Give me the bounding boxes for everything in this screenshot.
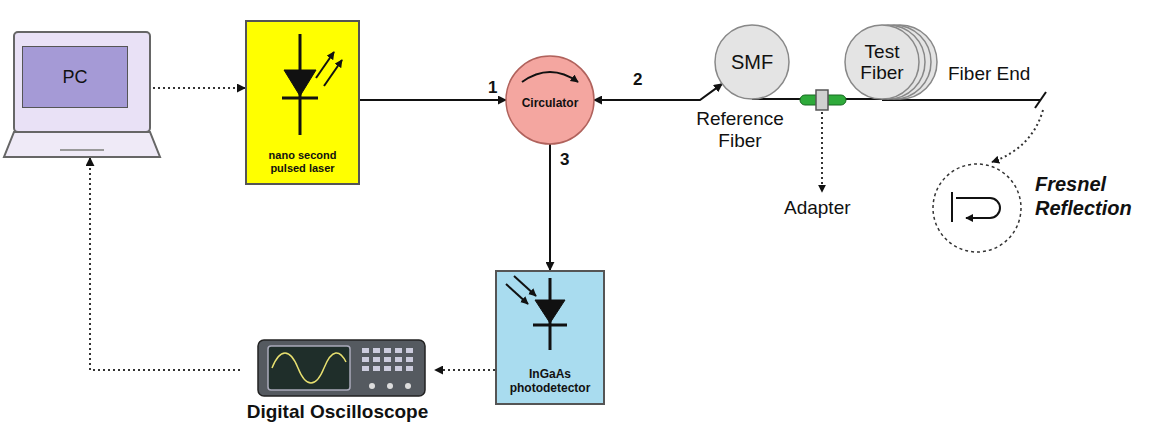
node-circle xyxy=(506,56,594,144)
key-button xyxy=(395,348,402,353)
connector xyxy=(90,158,240,370)
key-button xyxy=(384,357,391,362)
key-button xyxy=(395,357,402,362)
node-text: Test Fiber xyxy=(852,41,912,83)
oscilloscope-icon xyxy=(258,340,425,396)
node-circle xyxy=(933,164,1021,252)
laser-diode-symbol xyxy=(282,34,342,135)
key-button xyxy=(362,366,369,371)
fiber-adapter xyxy=(800,90,846,192)
fiber-end-label: Fiber End xyxy=(948,63,1030,85)
reflection-leader xyxy=(992,110,1043,162)
circulator-arrow xyxy=(522,72,578,82)
key-button xyxy=(362,357,369,362)
key-button xyxy=(384,348,391,353)
key-button xyxy=(373,357,380,362)
adapter-label: Adapter xyxy=(784,197,851,219)
node-text: SMF xyxy=(731,51,773,74)
fiber-spool: SMF xyxy=(714,24,790,100)
key-button xyxy=(406,366,413,371)
node-text: Digital Oscilloscope xyxy=(247,401,429,423)
key-button xyxy=(406,348,413,353)
node-text: PC xyxy=(22,46,128,108)
key-button xyxy=(395,366,402,371)
circulator-circle: Circulator xyxy=(505,55,595,145)
fiber-end-tick xyxy=(1035,92,1046,108)
node-text: Circulator xyxy=(522,96,579,110)
key-button xyxy=(373,366,380,371)
port-number: 1 xyxy=(488,78,497,98)
reflection-symbol xyxy=(952,192,1000,222)
photodiode-symbol xyxy=(506,276,567,350)
connector xyxy=(594,84,722,100)
connector xyxy=(549,144,551,270)
key-button xyxy=(373,348,380,353)
laptop-icon xyxy=(4,32,160,157)
connector xyxy=(360,99,506,101)
key-button xyxy=(406,357,413,362)
port-number: 3 xyxy=(560,150,569,170)
fiber-label: Reference Fiber xyxy=(688,108,792,152)
port-number: 2 xyxy=(633,70,642,90)
laser-box: nano second pulsed laser xyxy=(245,20,360,185)
node-text: Fresnel Reflection xyxy=(1035,172,1145,220)
node-text: InGaAs photodetector xyxy=(500,367,600,395)
node-text: nano second pulsed laser xyxy=(260,149,346,175)
node-circle xyxy=(715,25,789,99)
test-fiber-spool: Test Fiber xyxy=(844,24,920,100)
node-circle xyxy=(845,25,919,99)
key-button xyxy=(384,366,391,371)
reflection-callout: Fresnel Reflection xyxy=(930,158,1150,258)
connector xyxy=(153,87,245,89)
connector xyxy=(435,369,495,371)
key-button xyxy=(362,348,369,353)
